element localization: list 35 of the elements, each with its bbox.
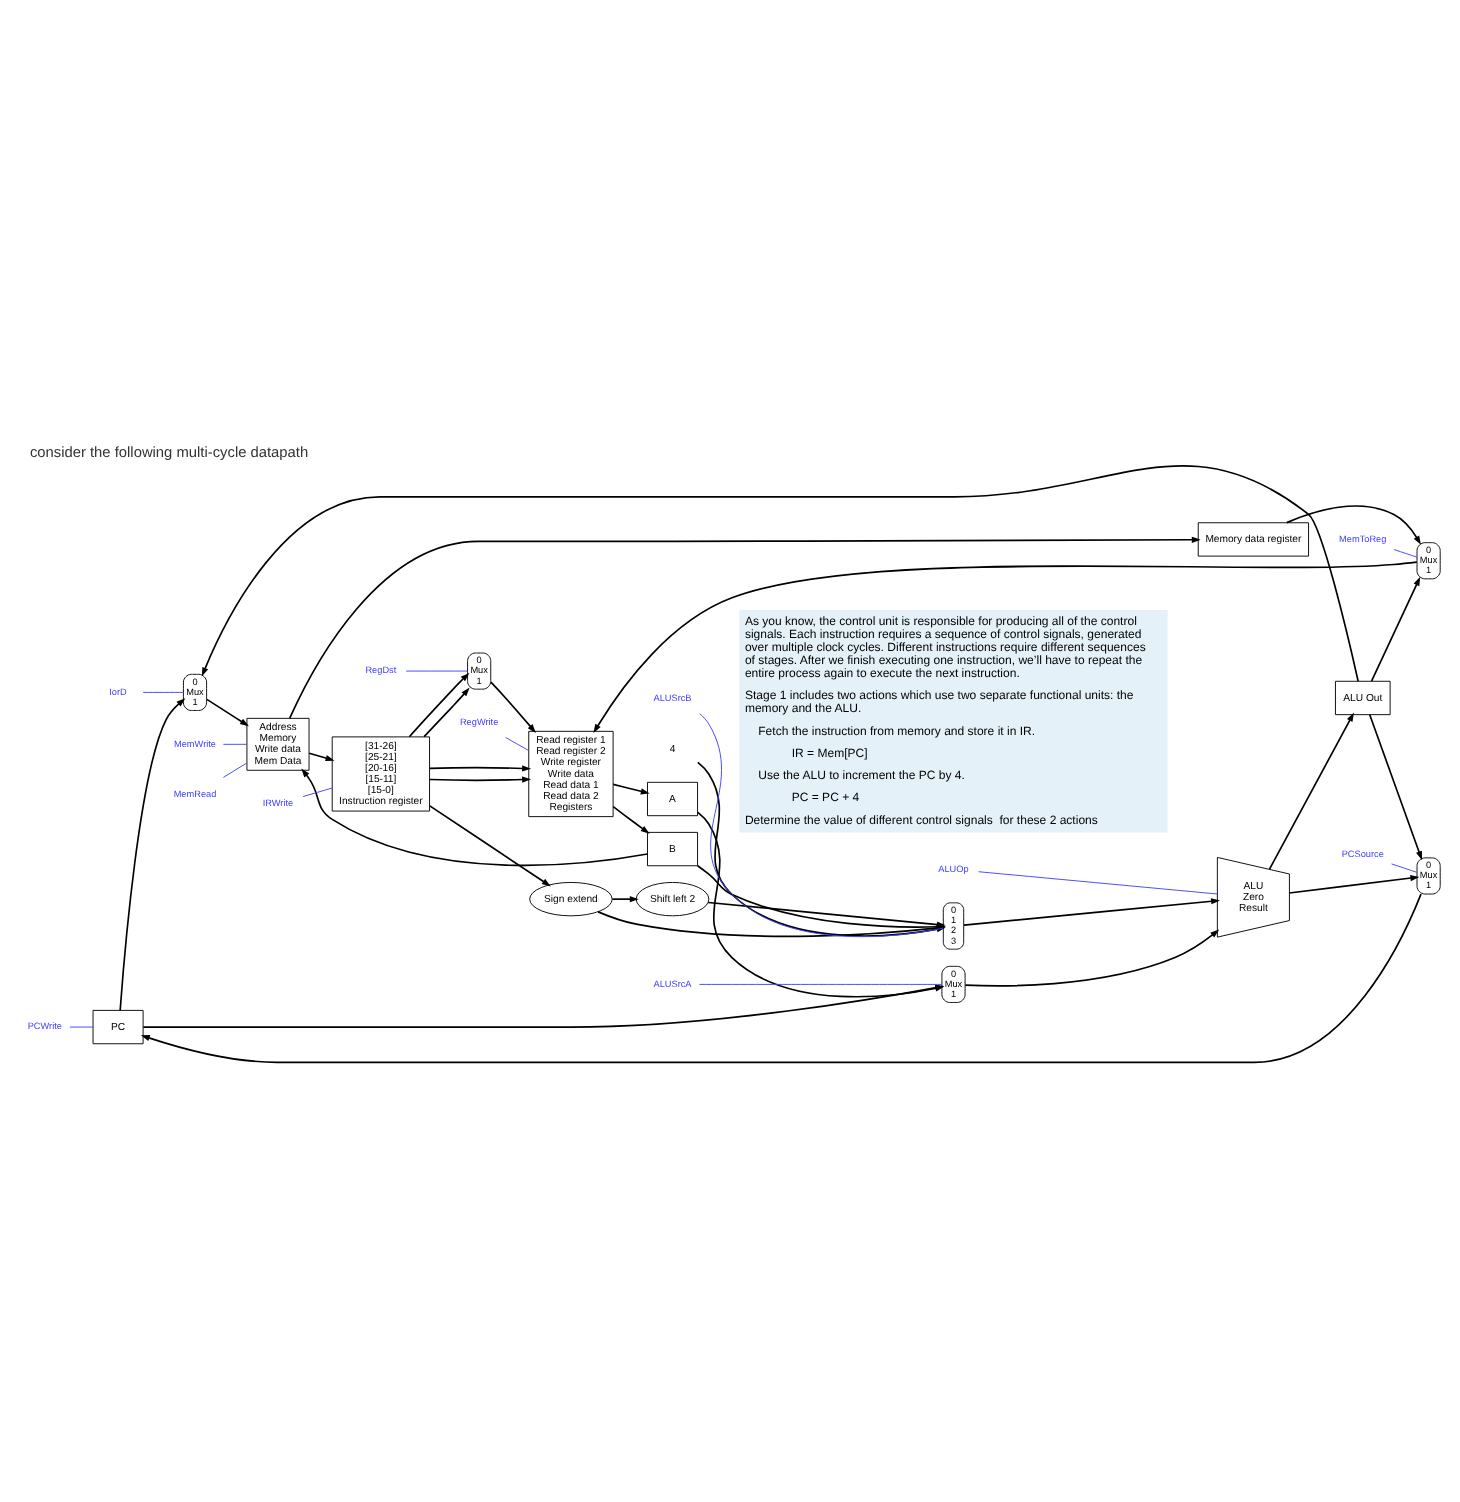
connector xyxy=(699,982,943,984)
arrow xyxy=(612,782,650,794)
arrow xyxy=(1268,711,1354,869)
arrow xyxy=(428,804,551,886)
arrow xyxy=(1370,575,1421,681)
arrow xyxy=(1368,712,1422,860)
connector xyxy=(1393,548,1418,557)
arrow xyxy=(428,764,532,771)
arrow xyxy=(428,775,532,782)
arrow xyxy=(140,892,1422,1063)
arrow xyxy=(308,751,335,761)
arrow xyxy=(423,686,470,737)
arrow xyxy=(964,928,1220,986)
arrow xyxy=(288,535,1201,719)
arrow xyxy=(408,671,470,737)
arrow xyxy=(612,804,650,833)
connector xyxy=(222,761,248,777)
connector xyxy=(222,742,248,744)
arrow xyxy=(119,697,186,1011)
arrow xyxy=(963,897,1220,925)
connector xyxy=(142,690,184,692)
arrow xyxy=(611,895,639,902)
connector xyxy=(302,786,333,796)
diagram-title: consider the following multi-cycle datapath xyxy=(29,442,309,461)
connector xyxy=(978,870,1218,894)
arrow xyxy=(490,680,536,732)
connector xyxy=(69,1025,94,1027)
arrow xyxy=(593,560,1418,733)
arrow xyxy=(301,767,649,866)
arrow xyxy=(206,697,249,726)
arrow xyxy=(1285,504,1421,544)
connector xyxy=(505,736,530,750)
arrow xyxy=(201,464,1359,682)
connector xyxy=(1391,862,1418,872)
arrow xyxy=(1288,873,1420,893)
